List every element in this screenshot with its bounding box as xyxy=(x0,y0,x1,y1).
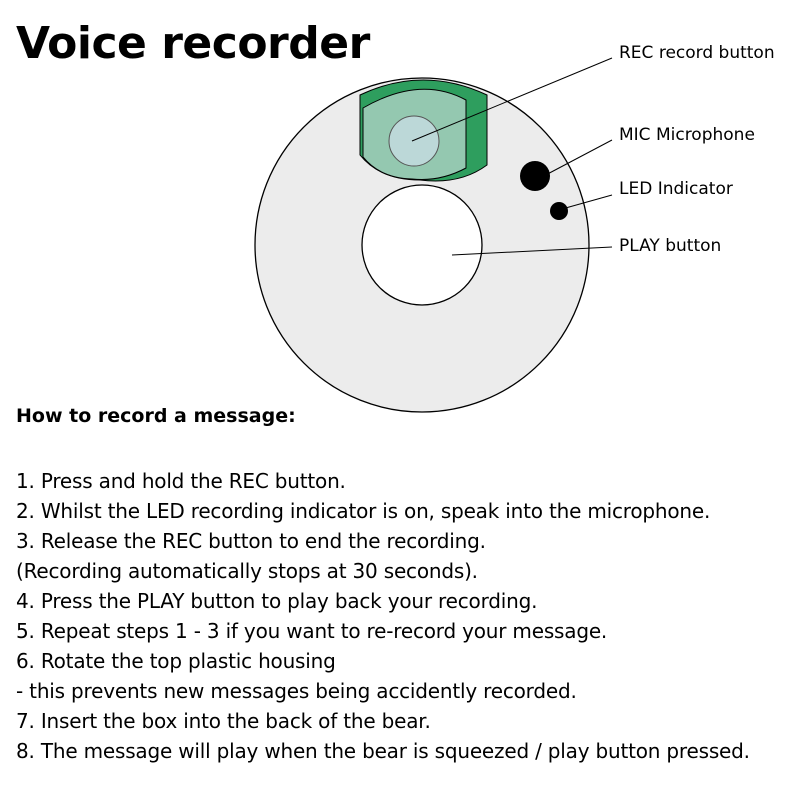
led-leader-line xyxy=(561,194,613,210)
instruction-step: - this prevents new messages being accid… xyxy=(16,679,577,703)
instruction-step: 1. Press and hold the REC button. xyxy=(16,469,346,493)
instructions-list: 1. Press and hold the REC button. 2. Whi… xyxy=(16,466,750,766)
mic-label: MIC Microphone xyxy=(619,125,755,145)
page-title: Voice recorder xyxy=(16,18,370,69)
instruction-step: (Recording automatically stops at 30 sec… xyxy=(16,559,478,583)
instruction-step: 4. Press the PLAY button to play back yo… xyxy=(16,589,538,613)
play-label: PLAY button xyxy=(619,236,722,256)
instruction-step: 2. Whilst the LED recording indicator is… xyxy=(16,499,711,523)
instruction-step: 7. Insert the box into the back of the b… xyxy=(16,709,431,733)
led-label: LED Indicator xyxy=(619,179,733,199)
instruction-step: 5. Repeat steps 1 - 3 if you want to re-… xyxy=(16,619,608,643)
play-leader-line xyxy=(451,246,613,256)
rec-label: REC record button xyxy=(619,43,775,63)
rec-leader-line xyxy=(411,57,613,142)
microphone xyxy=(520,161,550,191)
play-button[interactable] xyxy=(361,184,483,306)
instruction-step: 8. The message will play when the bear i… xyxy=(16,739,750,763)
mic-leader-line xyxy=(539,139,613,179)
led-indicator xyxy=(550,202,568,220)
instructions-heading: How to record a message: xyxy=(16,405,296,427)
rec-button[interactable] xyxy=(388,115,440,167)
instruction-step: 3. Release the REC button to end the rec… xyxy=(16,529,486,553)
instruction-step: 6. Rotate the top plastic housing xyxy=(16,649,336,673)
